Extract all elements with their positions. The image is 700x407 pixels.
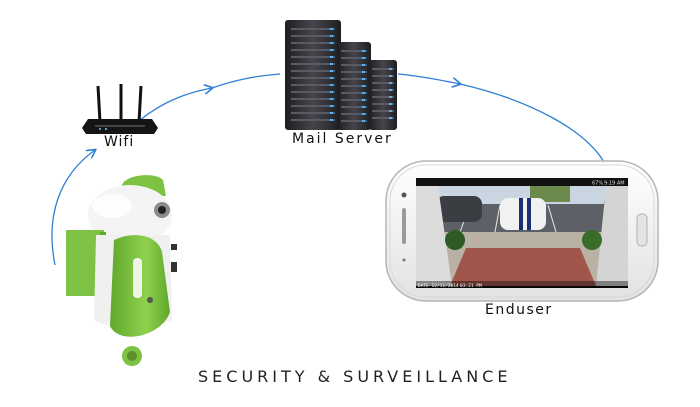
status-bar-battery: 67%: [592, 181, 603, 187]
server-rack-icon: [285, 20, 397, 130]
wifi-label: Wifi: [104, 134, 135, 150]
arrow-robot-to-wifi: [51, 150, 95, 266]
footer-caption: SECURITY & SURVEILLANCE: [198, 367, 512, 386]
arrow-server-to-enduser: [397, 73, 460, 84]
camera-overlay-time: 03:21 PM: [460, 283, 482, 289]
wifi-router-icon: [82, 84, 158, 134]
mail-server-label: Mail Server: [292, 131, 393, 147]
status-bar-time: 9:19 AM: [604, 181, 625, 187]
smartphone-icon: DATE 12/11/2014 03:21 PM 67% 9:19 AM: [385, 160, 659, 302]
camera-overlay-date: DATE 12/11/2014: [418, 283, 459, 289]
enduser-label: Enduser: [485, 302, 553, 318]
arrow-wifi-server-continue: [211, 73, 281, 89]
flow-arrows: [51, 73, 605, 266]
arrow-server-to-enduser-continue: [459, 83, 605, 163]
robot-camera-icon: [66, 175, 177, 366]
arrow-wifi-to-server: [139, 88, 212, 121]
